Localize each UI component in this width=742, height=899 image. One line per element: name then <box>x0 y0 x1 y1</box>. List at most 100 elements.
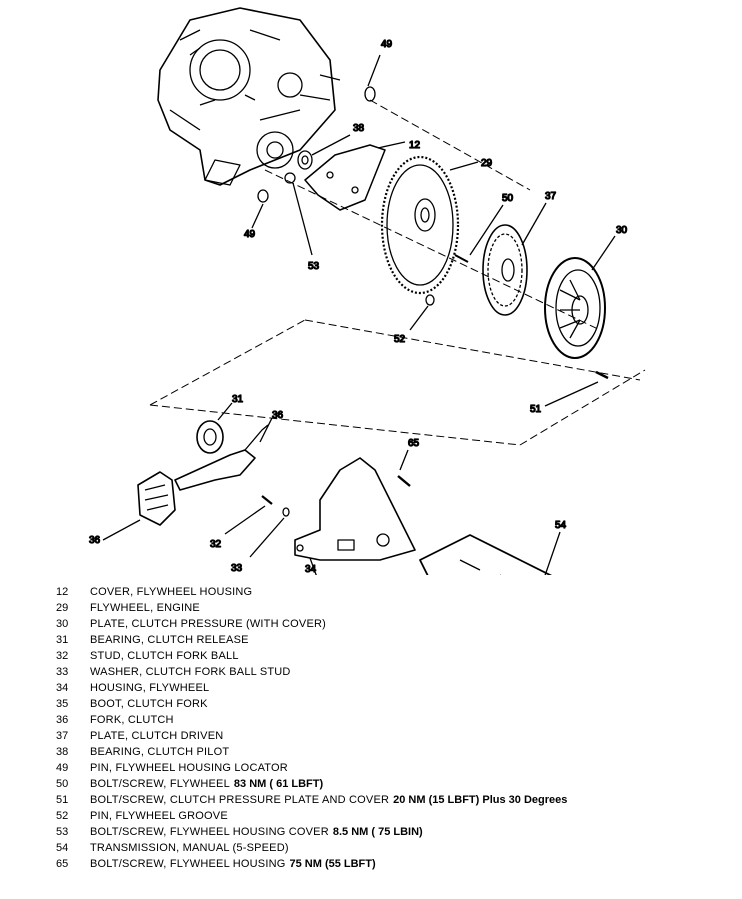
legend-item: 37 PLATE, CLUTCH DRIVEN <box>56 728 736 744</box>
legend-item-description: BOLT/SCREW, FLYWHEEL HOUSING COVER <box>90 826 329 838</box>
legend-item-number: 51 <box>56 794 69 806</box>
legend-item-description: PLATE, CLUTCH DRIVEN <box>90 730 224 742</box>
locator-pin-upper <box>364 54 381 102</box>
legend-item-number: 33 <box>56 666 69 678</box>
callout-49-lower: 49 <box>244 229 256 240</box>
callout-38: 38 <box>353 123 365 134</box>
locator-pin-lower <box>251 189 269 229</box>
callout-34: 34 <box>305 564 317 575</box>
legend-item-number: 31 <box>56 634 69 646</box>
legend-item: 32 STUD, CLUTCH FORK BALL <box>56 648 736 664</box>
callout-31: 31 <box>232 394 244 405</box>
callout-36-upper: 36 <box>272 410 284 421</box>
legend-item: 12 COVER, FLYWHEEL HOUSING <box>56 584 736 600</box>
flywheel-housing-cover <box>304 141 406 211</box>
clutch-fork <box>174 417 273 491</box>
legend-item-description: BEARING, CLUTCH RELEASE <box>90 634 249 646</box>
legend-item-description: BOLT/SCREW, CLUTCH PRESSURE PLATE AND CO… <box>90 794 390 806</box>
legend-item: 36 FORK, CLUTCH <box>56 712 736 728</box>
legend-item-number: 52 <box>56 810 69 822</box>
legend-item: 51 BOLT/SCREW, CLUTCH PRESSURE PLATE AND … <box>56 792 736 808</box>
legend-item-number: 29 <box>56 602 69 614</box>
parts-legend: 12 COVER, FLYWHEEL HOUSING 29 FLYWHEEL, ENG… <box>56 584 736 872</box>
legend-item-description: BOOT, CLUTCH FORK <box>90 698 208 710</box>
legend-item-description: TRANSMISSION, MANUAL (5-SPEED) <box>90 842 289 854</box>
callout-49-upper: 49 <box>381 39 393 50</box>
legend-item-description: PLATE, CLUTCH PRESSURE (WITH COVER) <box>90 618 326 630</box>
callout-29: 29 <box>481 158 493 169</box>
callout-54: 54 <box>555 520 567 531</box>
legend-item-number: 38 <box>56 746 69 758</box>
callout-53: 53 <box>308 261 320 272</box>
legend-item-description: BOLT/SCREW, FLYWHEEL HOUSING <box>90 858 286 870</box>
legend-item-number: 36 <box>56 714 69 726</box>
legend-item-description: COVER, FLYWHEEL HOUSING <box>90 586 253 598</box>
legend-item: 31 BEARING, CLUTCH RELEASE <box>56 632 736 648</box>
legend-item-number: 49 <box>56 762 69 774</box>
legend-item-torque-spec: 20 NM (15 LBFT) Plus 30 Degrees <box>393 794 568 806</box>
legend-item-number: 65 <box>56 858 69 870</box>
fork-ball-stud <box>224 495 273 535</box>
release-bearing <box>196 402 233 454</box>
flywheel-housing <box>294 457 416 575</box>
legend-item-torque-spec: 83 NM ( 61 LBFT) <box>233 778 324 790</box>
flywheel <box>380 155 479 295</box>
legend-item-description: BEARING, CLUTCH PILOT <box>90 746 230 758</box>
legend-item-number: 54 <box>56 842 69 854</box>
pressure-plate <box>544 235 616 359</box>
pressure-plate-bolt <box>544 370 609 407</box>
flywheel-bolt <box>454 204 504 263</box>
callout-50: 50 <box>502 193 514 204</box>
clutch-driven-plate <box>482 202 547 316</box>
fork-ball-washer <box>249 507 290 558</box>
legend-item-number: 12 <box>56 586 69 598</box>
centerlines <box>149 99 646 446</box>
legend-item-number: 53 <box>56 826 69 838</box>
callout-12: 12 <box>409 140 421 151</box>
legend-item-description: FLYWHEEL, ENGINE <box>90 602 200 614</box>
legend-item-number: 37 <box>56 730 69 742</box>
callout-52: 52 <box>394 334 406 345</box>
legend-item: 54 TRANSMISSION, MANUAL (5-SPEED) <box>56 840 736 856</box>
legend-item-number: 50 <box>56 778 69 790</box>
legend-item-torque-spec: 75 NM (55 LBFT) <box>289 858 376 870</box>
callout-51: 51 <box>530 404 542 415</box>
callout-36-lower: 36 <box>89 535 101 546</box>
legend-item-description: PIN, FLYWHEEL GROOVE <box>90 810 228 822</box>
legend-item: 29 FLYWHEEL, ENGINE <box>56 600 736 616</box>
legend-item-number: 30 <box>56 618 69 630</box>
callout-32: 32 <box>210 539 222 550</box>
legend-item: 30 PLATE, CLUTCH PRESSURE (WITH COVER) <box>56 616 736 632</box>
exploded-view-diagram: 49 49 38 12 29 50 37 30 53 52 51 31 36 6… <box>88 7 646 575</box>
cover-bolt <box>284 172 313 256</box>
callout-30: 30 <box>616 225 628 236</box>
callout-33: 33 <box>231 563 243 574</box>
legend-item: 34 HOUSING, FLYWHEEL <box>56 680 736 696</box>
legend-item: 49 PIN, FLYWHEEL HOUSING LOCATOR <box>56 760 736 776</box>
legend-item-torque-spec: 8.5 NM ( 75 LBIN) <box>332 826 423 838</box>
legend-item-description: STUD, CLUTCH FORK BALL <box>90 650 239 662</box>
legend-item: 38 BEARING, CLUTCH PILOT <box>56 744 736 760</box>
legend-item-number: 34 <box>56 682 69 694</box>
pilot-bearing <box>297 134 351 170</box>
legend-item-description: WASHER, CLUTCH FORK BALL STUD <box>90 666 291 678</box>
housing-bolt <box>397 449 411 487</box>
manual-transmission <box>419 531 561 575</box>
flywheel-groove-pin <box>409 294 435 331</box>
engine-block <box>157 7 341 186</box>
legend-item-number: 35 <box>56 698 69 710</box>
legend-item: 52 PIN, FLYWHEEL GROOVE <box>56 808 736 824</box>
legend-item-number: 32 <box>56 650 69 662</box>
legend-item-description: HOUSING, FLYWHEEL <box>90 682 210 694</box>
callout-37: 37 <box>545 191 557 202</box>
legend-item-description: BOLT/SCREW, FLYWHEEL <box>90 778 230 790</box>
legend-item: 33 WASHER, CLUTCH FORK BALL STUD <box>56 664 736 680</box>
legend-item: 35 BOOT, CLUTCH FORK <box>56 696 736 712</box>
clutch-fork-boot <box>102 471 176 541</box>
legend-item-description: PIN, FLYWHEEL HOUSING LOCATOR <box>90 762 288 774</box>
legend-item-description: FORK, CLUTCH <box>90 714 174 726</box>
callout-65: 65 <box>408 438 420 449</box>
